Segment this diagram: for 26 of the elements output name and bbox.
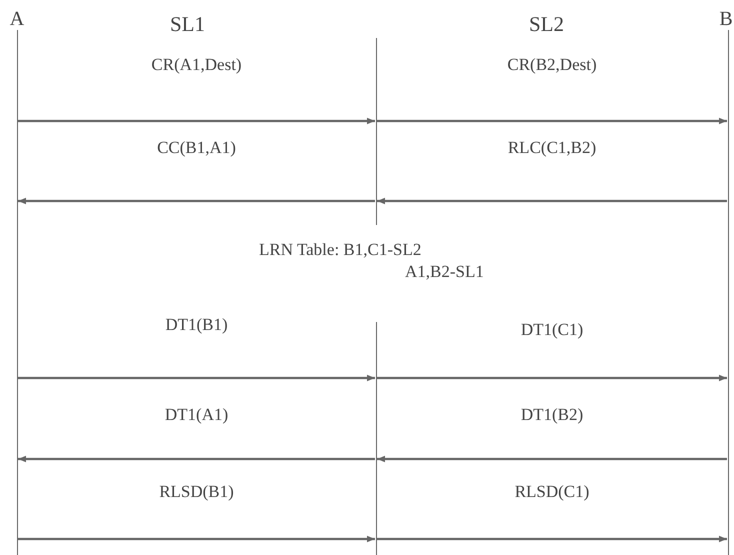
message-arrow xyxy=(18,374,375,382)
message-arrow xyxy=(377,536,727,542)
lifeline-label: A xyxy=(8,8,26,30)
lifeline-label: B xyxy=(718,8,734,30)
message-arrow xyxy=(377,374,727,382)
edge-label: RLSD(B1) xyxy=(157,482,236,502)
edge-label: CC(B1,A1) xyxy=(155,138,238,158)
message-arrow xyxy=(18,118,375,124)
edge-label: DT1(A1) xyxy=(162,405,230,425)
edge-label: RLC(C1,B2) xyxy=(506,138,598,158)
message-arrow xyxy=(377,198,727,204)
table-note: A1,B2-SL1 xyxy=(405,262,484,282)
edge-label: DT1(B2) xyxy=(518,405,586,425)
edge-label: RLSD(C1) xyxy=(512,482,592,502)
message-arrow xyxy=(18,456,375,462)
table-note: LRN Table: B1,C1-SL2 xyxy=(259,240,422,260)
segment-label: SL2 xyxy=(529,14,564,34)
message-arrow xyxy=(18,198,375,204)
message-arrow xyxy=(18,536,375,542)
segment-label: SL1 xyxy=(170,14,206,34)
edge-label: CR(A1,Dest) xyxy=(149,55,244,75)
edge-label: DT1(B1) xyxy=(163,315,230,335)
message-arrow xyxy=(377,456,727,462)
edge-label: CR(B2,Dest) xyxy=(505,55,599,75)
message-arrow xyxy=(377,118,727,124)
edge-label: DT1(C1) xyxy=(518,320,586,340)
